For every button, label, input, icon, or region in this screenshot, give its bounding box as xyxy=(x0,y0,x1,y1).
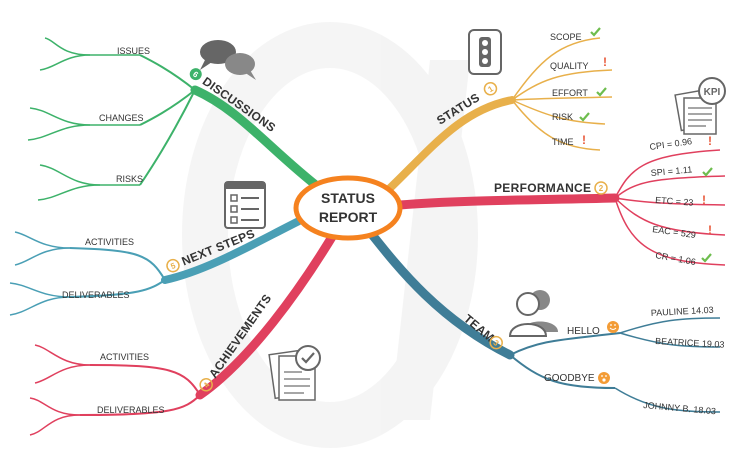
warning-icon: ! xyxy=(708,223,712,237)
svg-text:3: 3 xyxy=(491,338,501,348)
achievements-item-label: DELIVERABLES xyxy=(97,405,165,415)
performance-item-label: EAC = 529 xyxy=(652,224,697,240)
check-icon xyxy=(590,27,601,37)
svg-text:5: 5 xyxy=(169,261,177,271)
checklist-icon xyxy=(224,181,266,229)
svg-text:4: 4 xyxy=(202,380,212,389)
team-person-label: JOHNNY B. 18.03 xyxy=(643,400,716,416)
chat-bubbles-icon xyxy=(200,40,256,80)
svg-text:2: 2 xyxy=(599,184,604,193)
team-hello-label: HELLO xyxy=(567,326,600,337)
center-title-line2: REPORT xyxy=(319,209,378,225)
discussions-item-label: CHANGES xyxy=(99,113,144,123)
warning-icon: ! xyxy=(603,55,607,69)
traffic-light-icon xyxy=(468,29,502,75)
status-number-badge xyxy=(483,82,498,96)
performance-title: PERFORMANCE xyxy=(494,181,591,195)
performance-node[interactable]: PERFORMANCE 2 xyxy=(494,181,608,195)
kpi-document-icon: KPI xyxy=(674,77,726,135)
people-icon xyxy=(508,290,558,337)
team-goodbye-label: GOODBYE xyxy=(544,373,595,384)
next-steps-item-label: DELIVERABLES xyxy=(62,290,130,300)
watermark-logo xyxy=(182,22,478,448)
performance-item-label: CR = 1.06 xyxy=(655,250,697,267)
svg-text:KPI: KPI xyxy=(704,87,721,98)
warning-icon: ! xyxy=(702,193,706,207)
next-steps-item-label: ACTIVITIES xyxy=(85,237,134,247)
discussions-item-label: ISSUES xyxy=(117,46,150,56)
status-item-label: SCOPE xyxy=(550,32,582,42)
performance-item-label: ETC = 23 xyxy=(655,195,694,208)
performance-item-label: CPI = 0.96 xyxy=(649,136,693,152)
check-icon xyxy=(596,87,607,97)
center-node[interactable]: STATUS REPORT xyxy=(293,175,403,241)
next-steps-number-badge xyxy=(166,258,180,273)
warning-icon: ! xyxy=(708,134,712,148)
team-branch xyxy=(365,227,721,413)
next-steps-branch xyxy=(9,214,309,316)
achievements-branch xyxy=(29,227,340,436)
status-branch xyxy=(384,37,613,194)
team-person-label: BEATRICE 19.03 xyxy=(655,336,725,350)
performance-branch xyxy=(395,149,726,266)
smile-icon xyxy=(607,321,619,333)
status-item-label: EFFORT xyxy=(552,88,588,98)
status-item-label: QUALITY xyxy=(550,61,589,71)
team-number-badge xyxy=(489,335,503,350)
performance-item-label: SPI = 1.11 xyxy=(650,164,692,178)
check-icon xyxy=(701,253,712,263)
check-icon xyxy=(702,167,713,177)
discussions-branch xyxy=(27,37,327,201)
status-item-label: TIME xyxy=(552,137,574,147)
center-title-line1: STATUS xyxy=(321,190,375,206)
discussions-item-label: RISKS xyxy=(116,174,143,184)
discussions-number-badge xyxy=(189,68,202,81)
svg-text:1: 1 xyxy=(486,84,495,94)
performance-number-badge xyxy=(594,181,608,195)
surprised-face-icon xyxy=(598,372,610,384)
achievements-number-badge xyxy=(199,378,213,392)
team-person-label: PAULINE 14.03 xyxy=(651,305,714,318)
check-icon xyxy=(579,112,590,122)
svg-text:6: 6 xyxy=(191,70,200,80)
checked-document-icon xyxy=(268,345,321,401)
warning-icon: ! xyxy=(582,133,586,147)
status-item-label: RISK xyxy=(552,112,573,122)
achievements-item-label: ACTIVITIES xyxy=(100,352,149,362)
